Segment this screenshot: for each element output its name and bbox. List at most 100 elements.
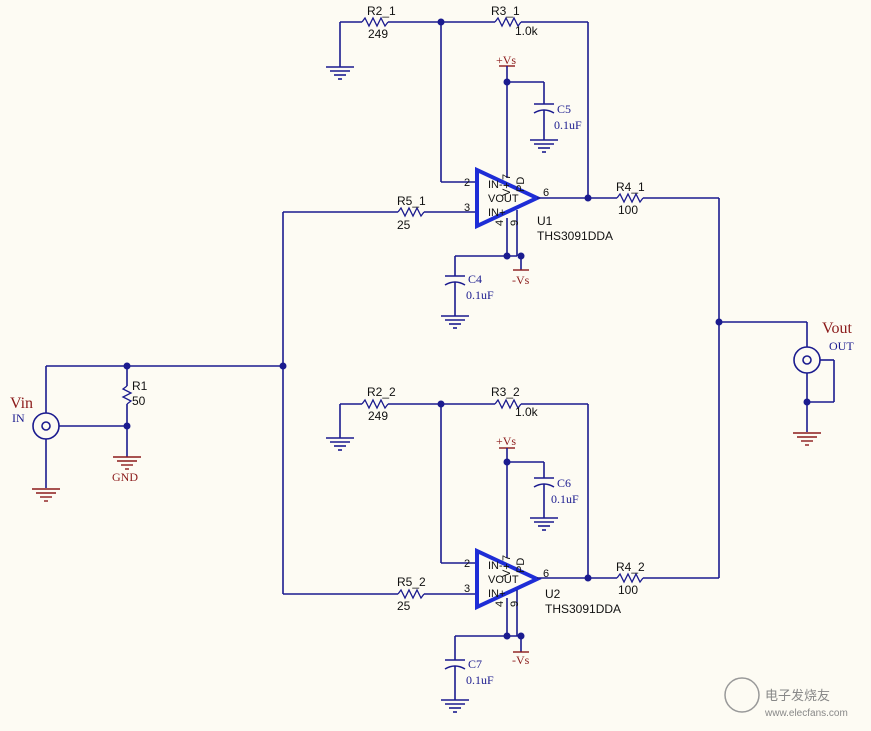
r3-2-value: 1.0k (515, 405, 539, 419)
c4-value: 0.1uF (466, 288, 494, 302)
amp-in-pos: IN+ (488, 207, 505, 219)
vs-pos-label-2: +Vs (496, 434, 516, 448)
ground-symbol (325, 66, 355, 80)
r5-1-name: R5_1 (397, 194, 426, 208)
vs-neg-label-2: -Vs (512, 653, 530, 667)
r3-1-name: R3_1 (491, 4, 520, 18)
r4-2-value: 100 (618, 583, 638, 597)
c7-name: C7 (468, 657, 482, 671)
watermark-url: www.elecfans.com (764, 708, 848, 719)
r4-1-name: R4_1 (616, 180, 645, 194)
ground-symbol (440, 315, 470, 329)
input-bus (282, 211, 398, 595)
amplifier-stage-2 (325, 322, 720, 713)
junction-dot (279, 362, 287, 370)
amp2-in-neg: IN- (488, 560, 503, 572)
r1-value: 50 (132, 394, 146, 408)
c5-value: 0.1uF (554, 118, 582, 132)
vs-neg-label: -Vs (512, 273, 530, 287)
junction-dot (517, 632, 525, 640)
vout-label: Vout (822, 320, 852, 337)
vs-pos-label: +Vs (496, 53, 516, 67)
junction-dot (503, 78, 511, 86)
junction-dot (715, 318, 723, 326)
amp-in-neg: IN- (488, 179, 503, 191)
u1-part: THS3091DDA (537, 229, 613, 243)
amp-pd: PD (515, 177, 527, 192)
gnd-label: GND (112, 470, 138, 484)
ground-symbol (31, 488, 61, 502)
resistor-r3-1 (494, 16, 522, 28)
ground-symbol (529, 139, 559, 153)
ground-symbol (112, 456, 142, 470)
pin-7b: 7 (501, 555, 513, 561)
op-amp-u1 (475, 166, 542, 230)
ground-symbol (529, 517, 559, 531)
junction-dot (503, 252, 511, 260)
pin-3b: 3 (464, 583, 470, 595)
ground-symbol (792, 432, 822, 446)
junction-dot (503, 458, 511, 466)
r2-1-name: R2_1 (367, 4, 396, 18)
pin-7: 7 (501, 174, 513, 180)
r4-1-value: 100 (618, 203, 638, 217)
c4-name: C4 (468, 272, 482, 286)
resistor-r4-2 (616, 572, 644, 584)
pin-2: 2 (464, 177, 470, 189)
junction-dot (503, 632, 511, 640)
r1-name: R1 (132, 379, 148, 393)
r2-2-name: R2_2 (367, 385, 396, 399)
junction-dot (517, 252, 525, 260)
junction-dot (584, 194, 592, 202)
output-port-vout (719, 321, 835, 446)
r3-2-name: R3_2 (491, 385, 520, 399)
junction-dot (123, 362, 131, 370)
watermark-logo-icon (724, 677, 760, 713)
pin-4: 4 (494, 220, 506, 226)
amp-vpos: V+ (501, 182, 513, 196)
r3-1-value: 1.0k (515, 24, 539, 38)
c6-value: 0.1uF (551, 492, 579, 506)
ground-symbol (325, 437, 355, 451)
ground-symbol (440, 699, 470, 713)
c6-name: C6 (557, 476, 571, 490)
pin-9b: 9 (509, 601, 521, 607)
u1-ref: U1 (537, 214, 553, 228)
u2-ref: U2 (545, 587, 561, 601)
input-source-vin (31, 365, 283, 502)
vin-label: Vin (10, 395, 33, 412)
junction-dot (803, 398, 811, 406)
junction-dot (437, 400, 445, 408)
vin-port-label: IN (12, 411, 25, 425)
junction-dot (437, 18, 445, 26)
junction-dot (123, 422, 131, 430)
amp2-pd: PD (515, 558, 527, 573)
r2-2-value: 249 (368, 409, 388, 423)
resistor-r5-2 (397, 588, 425, 600)
resistor-r2-2 (361, 398, 389, 410)
pin-2b: 2 (464, 558, 470, 570)
r5-2-name: R5_2 (397, 575, 426, 589)
pin-6: 6 (543, 187, 549, 199)
amp-vout: VOUT (488, 193, 519, 205)
pin-6b: 6 (543, 568, 549, 580)
amp2-in-pos: IN+ (488, 588, 505, 600)
r4-2-name: R4_2 (616, 560, 645, 574)
resistor-r2-1 (361, 16, 389, 28)
op-amp-u2 (475, 547, 542, 611)
pin-9: 9 (509, 220, 521, 226)
r5-2-value: 25 (397, 599, 411, 613)
resistor-r5-1 (397, 206, 425, 218)
amp2-vpos: V+ (501, 563, 513, 577)
vout-port-label: OUT (829, 339, 854, 353)
resistor-r4-1 (616, 192, 644, 204)
r5-1-value: 25 (397, 218, 411, 232)
pin-4b: 4 (494, 601, 506, 607)
c5-name: C5 (557, 102, 571, 116)
junction-dot (584, 574, 592, 582)
amp2-vout: VOUT (488, 574, 519, 586)
watermark-text: 电子发烧友 (765, 688, 830, 703)
c7-value: 0.1uF (466, 673, 494, 687)
pin-3: 3 (464, 202, 470, 214)
